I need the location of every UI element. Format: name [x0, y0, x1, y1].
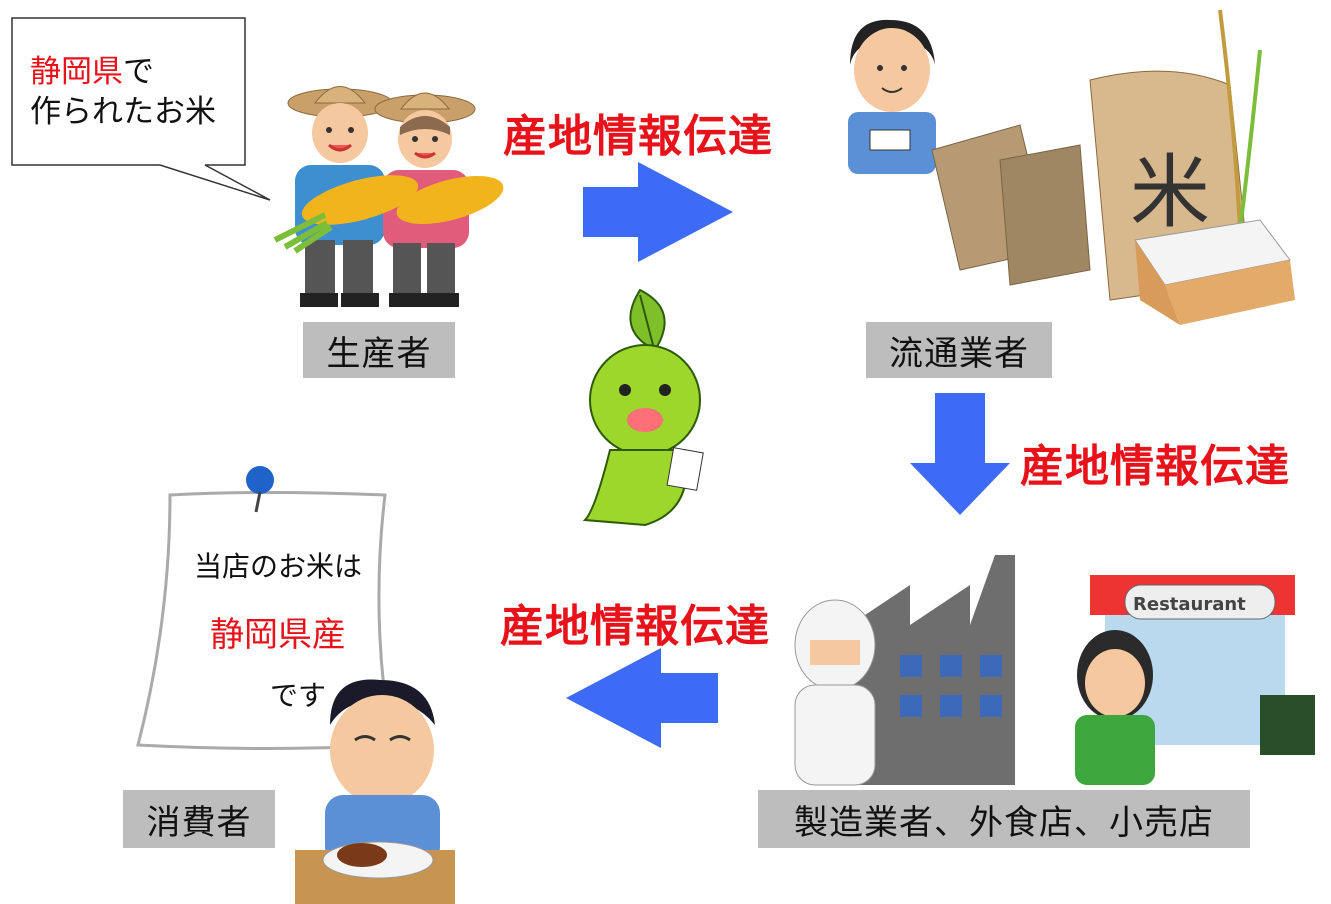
notice-line2: 静岡県産	[210, 615, 346, 655]
notice-text: 当店のお米は 静岡県産 です	[178, 545, 378, 714]
manufacturer-illustration: Restaurant	[794, 555, 1315, 786]
flow-label-distributor-manufacturer: 産地情報伝達	[1020, 441, 1290, 492]
arrow-left	[566, 648, 718, 748]
restaurant-sign: Restaurant	[1133, 594, 1246, 615]
pushpin-icon	[246, 466, 274, 513]
speech-line1-rest: で	[123, 54, 154, 90]
consumer-label: 消費者	[123, 790, 275, 848]
speech-bubble-text: 静岡県で 作られたお米	[30, 52, 216, 132]
flow-label-manufacturer-consumer: 産地情報伝達	[500, 601, 770, 652]
producer-label: 生産者	[303, 322, 455, 378]
speech-line2: 作られたお米	[30, 94, 216, 130]
notice-line3: です	[269, 679, 326, 712]
arrow-right	[583, 162, 733, 262]
distributor-illustration: 米	[848, 9, 1295, 325]
speech-highlight: 静岡県	[30, 54, 123, 90]
arrow-down	[910, 393, 1010, 515]
mascot-illustration	[582, 288, 704, 527]
manufacturer-label: 製造業者、外食店、小売店	[758, 790, 1250, 848]
farmers-illustration	[273, 86, 504, 307]
rice-bag-glyph: 米	[1130, 146, 1210, 239]
consumer-illustration	[295, 679, 455, 904]
speech-bubble	[11, 17, 271, 201]
distributor-label: 流通業者	[866, 322, 1052, 378]
notice-line1: 当店のお米は	[193, 550, 362, 583]
flow-label-producer-distributor: 産地情報伝達	[503, 111, 773, 162]
